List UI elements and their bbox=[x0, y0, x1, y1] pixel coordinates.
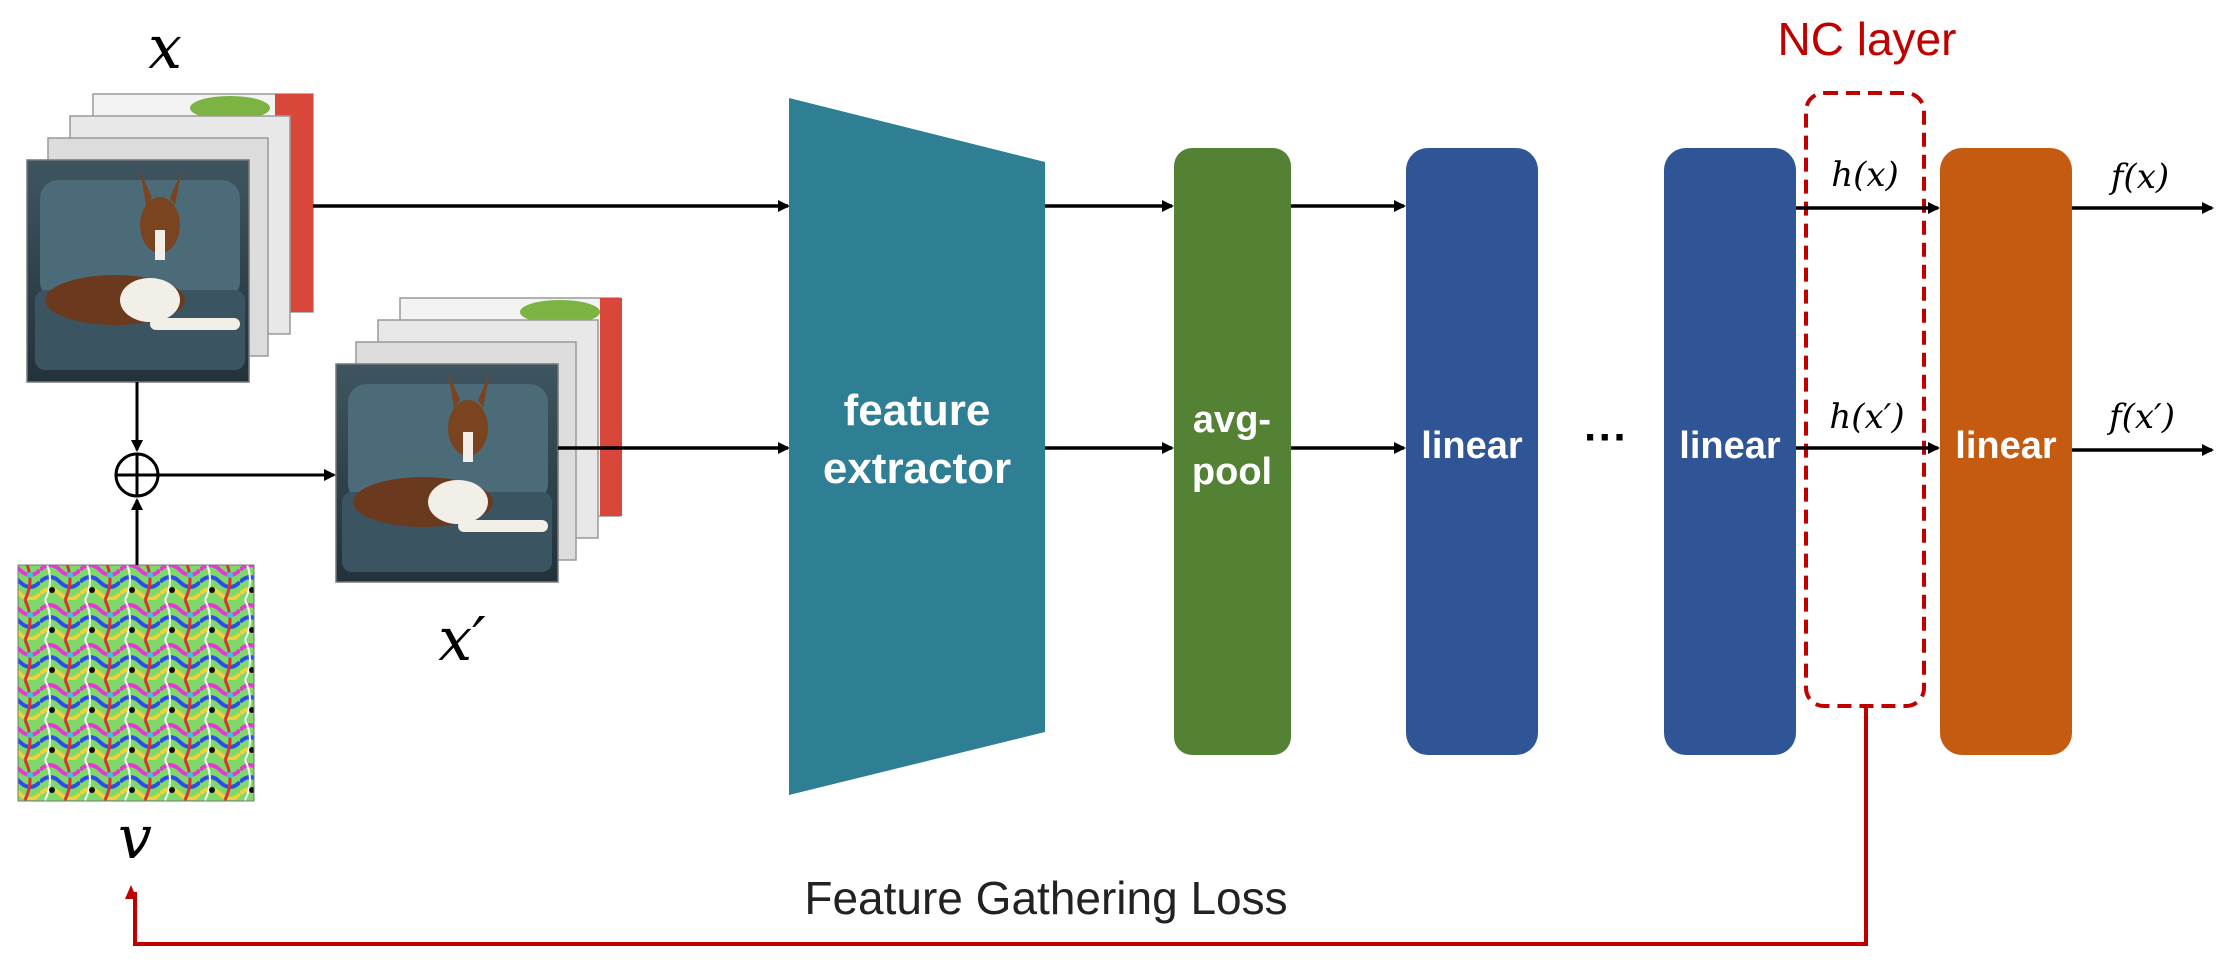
label-v: 𝑣 bbox=[118, 803, 152, 873]
image-stack-x-prime bbox=[335, 297, 622, 583]
avgpool-block: avg- pool bbox=[1174, 148, 1291, 755]
feature-extractor-block: feature extractor bbox=[789, 98, 1045, 795]
avgpool-label-line2: pool bbox=[1192, 451, 1272, 493]
stack-image-back-green bbox=[190, 96, 270, 120]
label-f-x-prime: 𝑓(𝑥′) bbox=[2106, 397, 2175, 437]
linear-1-shape bbox=[1406, 148, 1538, 755]
linear-2-shape bbox=[1664, 148, 1796, 755]
nc-layer-label: NC layer bbox=[1778, 13, 1957, 65]
label-x: 𝑥 bbox=[148, 13, 182, 83]
image-stack-x bbox=[26, 93, 314, 383]
label-h-x: ℎ(𝑥) bbox=[1831, 155, 1899, 195]
stack-image-back-red bbox=[600, 298, 622, 516]
ellipsis: ··· bbox=[1584, 413, 1628, 462]
linear-3-shape bbox=[1940, 148, 2072, 755]
stack-image-back-green bbox=[520, 300, 600, 324]
oplus-node bbox=[114, 452, 160, 498]
perturbation-image-v bbox=[17, 564, 255, 802]
linear-block-2: linear bbox=[1664, 148, 1796, 755]
label-h-x-prime: ℎ(𝑥′) bbox=[1829, 397, 1904, 437]
feature-extractor-shape bbox=[789, 98, 1045, 795]
avgpool-label-line1: avg- bbox=[1193, 399, 1271, 441]
linear-block-3: linear bbox=[1940, 148, 2072, 755]
label-x-prime: 𝑥′ bbox=[438, 605, 486, 675]
label-f-x: 𝑓(𝑥) bbox=[2108, 157, 2169, 197]
dog-photo-x-prime bbox=[335, 363, 559, 583]
linear-block-1: linear bbox=[1406, 148, 1538, 755]
avgpool-shape bbox=[1174, 148, 1291, 755]
feature-gathering-loss-arrow bbox=[125, 706, 1868, 946]
feature-extractor-label-line1: feature bbox=[844, 386, 991, 435]
feature-gathering-loss-label: Feature Gathering Loss bbox=[804, 872, 1287, 924]
dog-photo-x bbox=[26, 159, 250, 383]
linear-1-label: linear bbox=[1421, 425, 1523, 467]
linear-2-label: linear bbox=[1679, 425, 1781, 467]
linear-3-label: linear bbox=[1955, 425, 2057, 467]
feature-extractor-label-line2: extractor bbox=[823, 444, 1011, 493]
